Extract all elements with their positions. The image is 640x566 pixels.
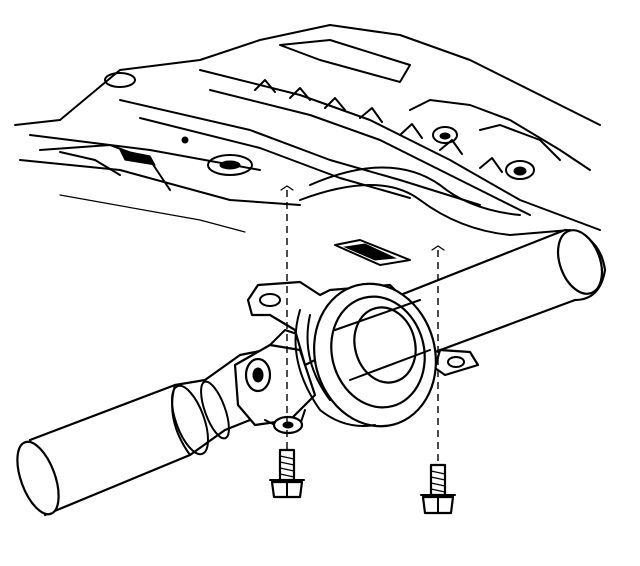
universal-joint — [233, 329, 317, 435]
center-support-bearing — [294, 282, 437, 428]
vehicle-underbody — [14, 24, 601, 266]
bolt-alignment-lines — [280, 185, 445, 470]
mounting-bolt-right — [420, 463, 456, 515]
rear-propeller-shaft — [373, 228, 607, 367]
mounting-bolt-left — [269, 448, 305, 499]
front-propeller-shaft — [16, 348, 277, 517]
